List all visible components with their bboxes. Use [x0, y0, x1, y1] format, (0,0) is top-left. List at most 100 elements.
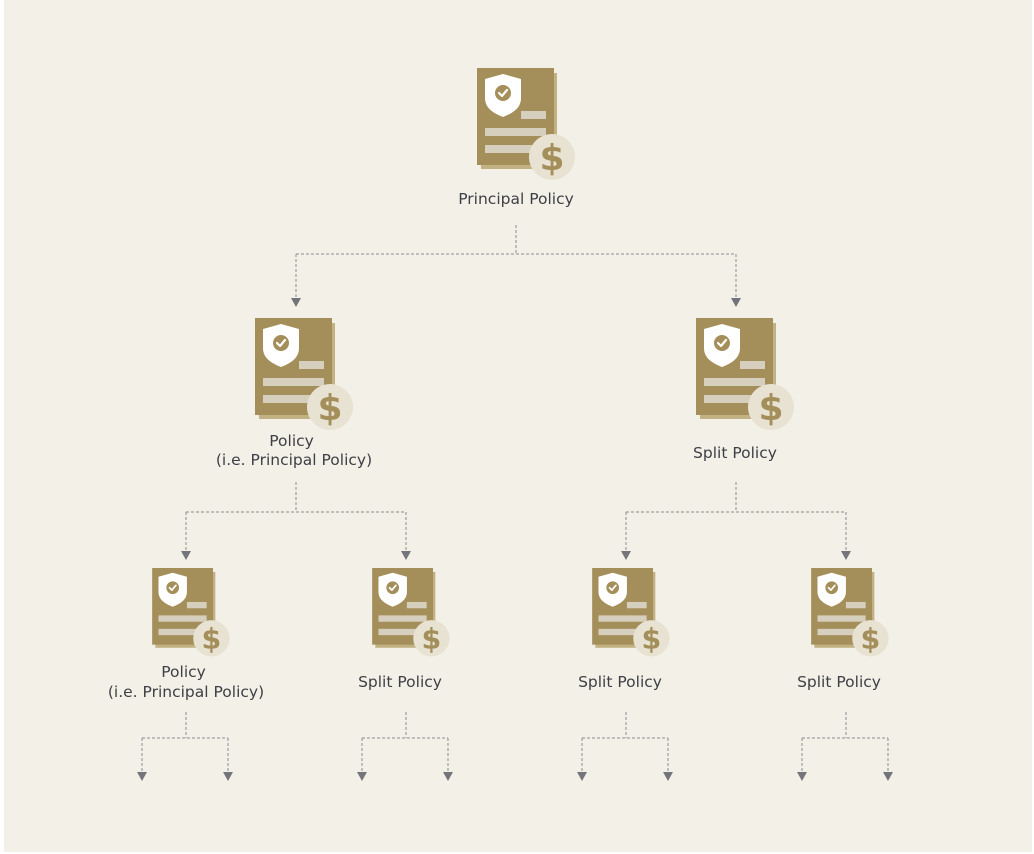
arrow-down-icon — [291, 298, 301, 307]
connector-stub-b — [361, 712, 449, 772]
document-line — [740, 361, 765, 369]
document-line — [626, 601, 647, 609]
document-line — [521, 111, 546, 119]
check-circle-icon — [825, 581, 839, 595]
document-line — [817, 615, 866, 622]
arrow-down-icon — [883, 772, 893, 781]
dollar-coin-icon — [193, 620, 230, 657]
node-label-line: Policy — [269, 432, 314, 450]
node-label-line: Principal Policy — [458, 190, 574, 208]
node-policy-left: $ Policy (i.e. Principal Policy) — [216, 318, 372, 469]
arrow-down-icon — [577, 772, 587, 781]
node-split-policy-l2b: $ Split Policy — [358, 568, 450, 691]
arrow-down-icon — [841, 551, 851, 560]
policy-hierarchy-diagram: $ Principal Policy $ Policy (i.e. Princi… — [108, 68, 893, 781]
policy-document-icon: $ — [255, 318, 353, 430]
arrow-down-icon — [357, 772, 367, 781]
node-label-line: Split Policy — [693, 444, 777, 462]
policy-document-icon: $ — [152, 568, 230, 657]
arrow-down-icon — [137, 772, 147, 781]
connector-stub-c — [581, 712, 669, 772]
document-line — [378, 615, 427, 622]
node-label: Policy (i.e. Principal Policy) — [216, 432, 372, 469]
document-line — [299, 361, 324, 369]
document-line — [485, 128, 546, 136]
connector-root-trunk — [295, 225, 737, 298]
node-label-line: Split Policy — [358, 673, 442, 691]
dollar-sign-icon: $ — [642, 623, 662, 656]
node-label-line: Split Policy — [578, 673, 662, 691]
dollar-sign-icon: $ — [539, 138, 564, 179]
node-label: Split Policy — [358, 673, 442, 691]
policy-document-icon: $ — [811, 568, 889, 657]
document-line — [598, 628, 638, 636]
node-label-line: (i.e. Principal Policy) — [216, 451, 372, 469]
node-principal-policy: $ Principal Policy — [458, 68, 575, 208]
dollar-coin-icon — [633, 620, 670, 657]
document-line — [704, 378, 765, 386]
dollar-coin-icon — [852, 620, 889, 657]
checkmark-icon — [608, 584, 617, 591]
document-line — [406, 601, 427, 609]
document-line — [158, 615, 207, 622]
node-label: Policy (i.e. Principal Policy) — [108, 663, 264, 701]
policy-document-icon: $ — [696, 318, 794, 430]
arrow-down-icon — [401, 551, 411, 560]
connector-left-branch — [185, 482, 407, 551]
node-label-line: (i.e. Principal Policy) — [108, 683, 264, 701]
policy-document-icon: $ — [372, 568, 450, 657]
dollar-sign-icon: $ — [317, 388, 342, 429]
document-line — [378, 628, 418, 636]
arrow-down-icon — [663, 772, 673, 781]
dollar-sign-icon: $ — [422, 623, 442, 656]
checkmark-icon — [827, 584, 836, 591]
document-line — [263, 378, 324, 386]
check-circle-icon — [386, 581, 400, 595]
checkmark-icon — [497, 88, 509, 98]
node-label-line: Split Policy — [797, 673, 881, 691]
connector-stub-d — [801, 712, 889, 772]
check-circle-icon — [606, 581, 620, 595]
document-line — [598, 615, 647, 622]
connectors — [137, 225, 893, 781]
arrow-down-icon — [181, 551, 191, 560]
document-line — [186, 601, 207, 609]
check-circle-icon — [495, 85, 511, 101]
dollar-sign-icon: $ — [861, 623, 881, 656]
document-line — [704, 395, 754, 403]
checkmark-icon — [716, 338, 728, 348]
dollar-coin-icon — [307, 384, 353, 430]
check-circle-icon — [714, 335, 730, 351]
arrow-down-icon — [797, 772, 807, 781]
check-circle-icon — [166, 581, 180, 595]
policy-document-icon: $ — [477, 68, 575, 180]
document-line — [817, 628, 857, 636]
dollar-coin-icon — [529, 134, 575, 180]
node-label: Principal Policy — [458, 190, 574, 208]
check-circle-icon — [273, 335, 289, 351]
arrow-down-icon — [443, 772, 453, 781]
dollar-coin-icon — [748, 384, 794, 430]
node-split-policy-l2c: $ Split Policy — [578, 568, 670, 691]
node-split-policy-right: $ Split Policy — [693, 318, 794, 462]
document-line — [845, 601, 866, 609]
node-policy-l2a: $ Policy (i.e. Principal Policy) — [108, 568, 264, 701]
dollar-coin-icon — [413, 620, 450, 657]
diagram-canvas: $ Principal Policy $ Policy (i.e. Princi… — [4, 0, 1032, 852]
node-split-policy-l2d: $ Split Policy — [797, 568, 889, 691]
checkmark-icon — [388, 584, 397, 591]
dollar-sign-icon: $ — [202, 623, 222, 656]
policy-document-icon: $ — [592, 568, 670, 657]
node-label-line: Policy — [161, 663, 206, 681]
node-label: Split Policy — [578, 673, 662, 691]
document-line — [263, 395, 313, 403]
arrow-down-icon — [731, 298, 741, 307]
arrow-down-icon — [223, 772, 233, 781]
connector-right-branch — [625, 482, 847, 551]
connector-stub-a — [141, 712, 229, 772]
dollar-sign-icon: $ — [758, 388, 783, 429]
arrow-down-icon — [621, 551, 631, 560]
document-line — [485, 145, 535, 153]
checkmark-icon — [168, 584, 177, 591]
checkmark-icon — [275, 338, 287, 348]
